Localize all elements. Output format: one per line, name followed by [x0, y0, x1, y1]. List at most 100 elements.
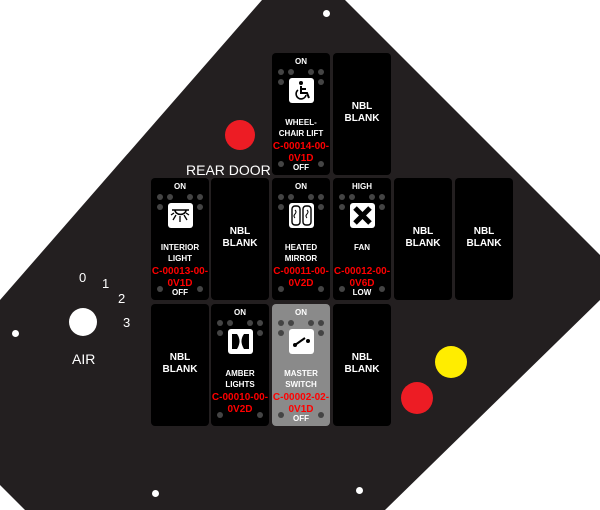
wheelchair-icon: [289, 78, 314, 103]
switch-label: NBL BLANK: [162, 352, 198, 375]
switch-wheelchair-lift[interactable]: ON WHEEL- CHAIR LIFT C-00014-00- 0V1D OF…: [272, 53, 330, 175]
indicator-dot: [318, 320, 324, 326]
indicator-dot: [288, 69, 294, 75]
switch-label: HEATED MIRROR: [284, 243, 318, 263]
indicator-dot: [187, 194, 193, 200]
indicator-dot: [288, 320, 294, 326]
indicator-dot: [157, 286, 163, 292]
indicator-dot: [308, 194, 314, 200]
indicator-dot: [369, 194, 375, 200]
switch-bottom-label: OFF: [293, 414, 309, 423]
indicator-dot: [288, 194, 294, 200]
red-button[interactable]: [401, 382, 433, 414]
master-switch-icon: [289, 329, 314, 354]
switch-label: MASTER SWITCH: [284, 369, 318, 389]
fan-icon: [350, 203, 375, 228]
switch-amber-lights[interactable]: ON AMBER LIGHTS C-00010-00- 0V2D: [211, 304, 269, 426]
switch-nbl-blank-1[interactable]: NBL BLANK: [333, 53, 391, 175]
part-code: C-00010-00- 0V2D: [211, 392, 269, 415]
part-code: C-00011-00- 0V2D: [273, 266, 329, 289]
indicator-dot: [257, 330, 263, 336]
switch-top-label: ON: [295, 308, 307, 317]
indicator-dot: [379, 204, 385, 210]
screw-hole: [586, 326, 593, 333]
indicator-dot: [318, 79, 324, 85]
indicator-dot: [197, 204, 203, 210]
screw-hole: [356, 487, 363, 494]
switch-label: NBL BLANK: [466, 226, 502, 249]
air-position-2: 2: [118, 291, 126, 306]
indicator-dot: [318, 330, 324, 336]
indicator-dot: [217, 330, 223, 336]
part-code: C-00012-00- 0V6D: [333, 266, 391, 289]
switch-interior-light[interactable]: ON INTERIOR LIGHT C-00013-00- 0V1D OFF: [151, 178, 209, 300]
switch-heated-mirror[interactable]: ON HEATED MIRROR C-00011-00- 0V2D: [272, 178, 330, 300]
switch-label: NBL BLANK: [344, 101, 380, 124]
indicator-dot: [278, 69, 284, 75]
air-knob[interactable]: [69, 308, 97, 336]
indicator-dot: [339, 204, 345, 210]
yellow-button[interactable]: [435, 346, 467, 378]
indicator-dot: [278, 161, 284, 167]
indicator-dot: [339, 194, 345, 200]
switch-nbl-blank-5[interactable]: NBL BLANK: [151, 304, 209, 426]
dome-light-icon: [168, 203, 193, 228]
indicator-dot: [318, 69, 324, 75]
indicator-dot: [197, 194, 203, 200]
switch-label: NBL BLANK: [344, 352, 380, 375]
rear-door-label: REAR DOOR: [186, 162, 271, 178]
indicator-dot: [278, 412, 284, 418]
indicator-dot: [278, 286, 284, 292]
indicator-dot: [318, 194, 324, 200]
switch-top-label: ON: [234, 308, 246, 317]
switch-fan[interactable]: HIGH FAN C-00012-00- 0V6D LOW: [333, 178, 391, 300]
switch-label: FAN: [354, 243, 370, 252]
screw-hole: [12, 330, 19, 337]
air-position-1: 1: [102, 276, 110, 291]
indicator-dot: [278, 320, 284, 326]
indicator-dot: [379, 194, 385, 200]
switch-bottom-label: OFF: [172, 288, 188, 297]
switch-master-switch[interactable]: ON MASTER SWITCH C-00002-02- 0V1D OFF: [272, 304, 330, 426]
indicator-dot: [167, 194, 173, 200]
indicator-dot: [339, 286, 345, 292]
switch-label: NBL BLANK: [222, 226, 258, 249]
part-code: C-00014-00- 0V1D: [272, 141, 330, 164]
switch-top-label: HIGH: [352, 182, 372, 191]
indicator-dot: [257, 320, 263, 326]
switch-bottom-label: LOW: [352, 288, 372, 297]
switch-nbl-blank-3[interactable]: NBL BLANK: [394, 178, 452, 300]
screw-hole: [152, 490, 159, 497]
rear-door-button[interactable]: [225, 120, 255, 150]
air-label: AIR: [72, 351, 96, 367]
switch-nbl-blank-6[interactable]: NBL BLANK: [333, 304, 391, 426]
indicator-dot: [349, 194, 355, 200]
air-position-0: 0: [79, 270, 87, 285]
switch-top-label: ON: [295, 182, 307, 191]
indicator-dot: [217, 320, 223, 326]
indicator-dot: [247, 320, 253, 326]
switch-label: NBL BLANK: [405, 226, 441, 249]
indicator-dot: [157, 204, 163, 210]
indicator-dot: [257, 412, 263, 418]
switch-bottom-label: OFF: [293, 163, 309, 172]
switch-top-label: ON: [174, 182, 186, 191]
indicator-dot: [217, 412, 223, 418]
indicator-dot: [227, 320, 233, 326]
heated-mirror-icon: [289, 203, 314, 228]
amber-light-icon: [228, 329, 253, 354]
switch-top-label: ON: [295, 57, 307, 66]
indicator-dot: [318, 204, 324, 210]
part-code: C-00002-02- 0V1D: [272, 392, 330, 415]
indicator-dot: [308, 69, 314, 75]
indicator-dot: [318, 286, 324, 292]
indicator-dot: [278, 330, 284, 336]
switch-nbl-blank-4[interactable]: NBL BLANK: [455, 178, 513, 300]
indicator-dot: [278, 79, 284, 85]
indicator-dot: [157, 194, 163, 200]
part-code: C-00013-00- 0V1D: [151, 266, 209, 289]
indicator-dot: [318, 161, 324, 167]
indicator-dot: [197, 286, 203, 292]
switch-label: INTERIOR LIGHT: [160, 243, 200, 263]
switch-nbl-blank-2[interactable]: NBL BLANK: [211, 178, 269, 300]
